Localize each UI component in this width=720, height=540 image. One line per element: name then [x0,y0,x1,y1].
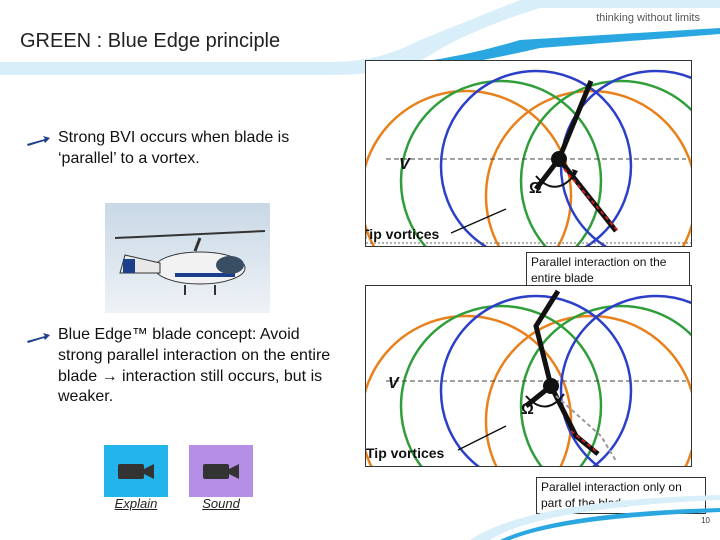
tip-vortices-label: Tip vortices [366,445,445,461]
omega-label: Ω [529,180,542,197]
sound-link[interactable]: Sound [202,496,240,511]
vortex-diagram-1: V Ω Tip vortices [361,69,691,246]
tip-vortices-label: Tip vortices [366,226,440,242]
footer-swoosh [470,495,720,540]
sound-video-button[interactable] [189,445,253,497]
arrow-bullet-icon [27,136,50,146]
velocity-label: V [399,156,411,173]
velocity-label: V [388,375,400,392]
callout-parallel-partial: Parallel interaction only on part of the… [536,477,706,515]
bvi-diagram-blue-edge: V Ω Tip vortices [365,285,692,467]
brand-tagline: thinking without limits [596,12,700,24]
bvi-diagram-parallel: V Ω Tip vortices [361,60,692,247]
video-camera-icon [118,464,154,479]
explain-link[interactable]: Explain [114,496,158,511]
omega-label: Ω [521,401,534,418]
bullet-text-2: Blue Edge™ blade concept: Avoid strong p… [58,326,331,406]
explain-video-button[interactable] [104,445,168,497]
arrow-bullet-icon [27,333,50,343]
vortex-diagram-2: V Ω Tip vortices [366,289,691,466]
callout-parallel-entire: Parallel interaction on the entire blade [526,252,690,290]
helicopter-photo [105,203,270,313]
header-swoosh [0,0,720,75]
bullet-text-1: Strong BVI occurs when blade is ‘paralle… [58,129,290,167]
slide-title: GREEN : Blue Edge principle [20,30,281,52]
page-number: 10 [701,516,710,525]
video-camera-icon [203,464,239,479]
